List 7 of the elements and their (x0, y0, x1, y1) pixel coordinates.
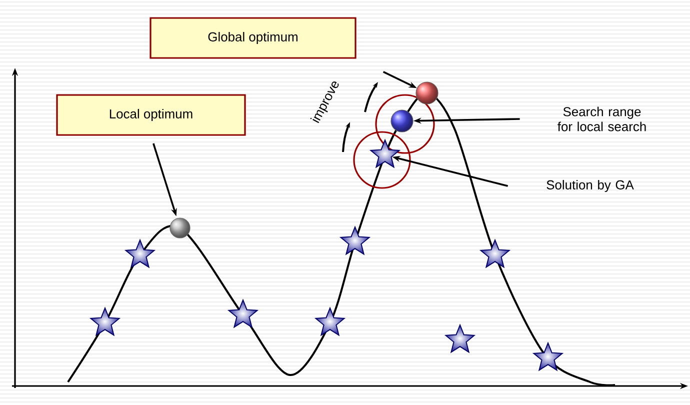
optimum-ball (390, 110, 414, 132)
callout-text: Search range for local search (558, 106, 646, 132)
optimum-ball (416, 82, 438, 104)
label-box: Global optimum (150, 17, 356, 59)
callout-text: Solution by GA (546, 180, 634, 192)
optimum-ball (170, 218, 190, 238)
label-box: Local optimum (56, 94, 246, 136)
